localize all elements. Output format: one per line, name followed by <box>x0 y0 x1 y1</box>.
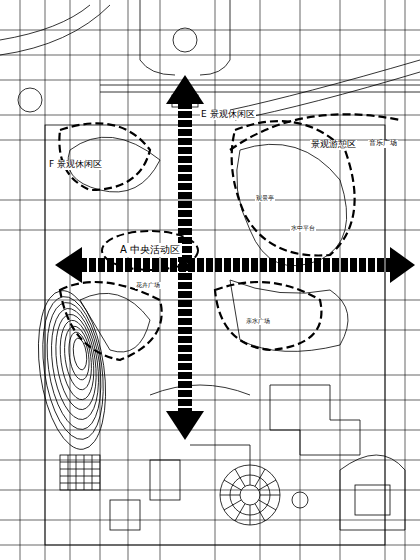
zone-label: 观景亭 <box>255 195 275 202</box>
zone-label: 景观游憩区 <box>310 140 357 150</box>
zone-name: A 中央活动区 <box>118 243 182 257</box>
zone-label: 音乐广场 <box>368 140 398 148</box>
zone-label: 亲水广场 <box>245 318 271 325</box>
zone-label: E 景观休闲区 <box>200 110 256 120</box>
zone-label: F 景观休闲区 <box>48 160 103 170</box>
zone-label: 花卉广场 <box>135 282 161 289</box>
zone-label: 水中平台 <box>290 225 316 232</box>
zone-region: A 中央活动区 <box>100 229 200 272</box>
